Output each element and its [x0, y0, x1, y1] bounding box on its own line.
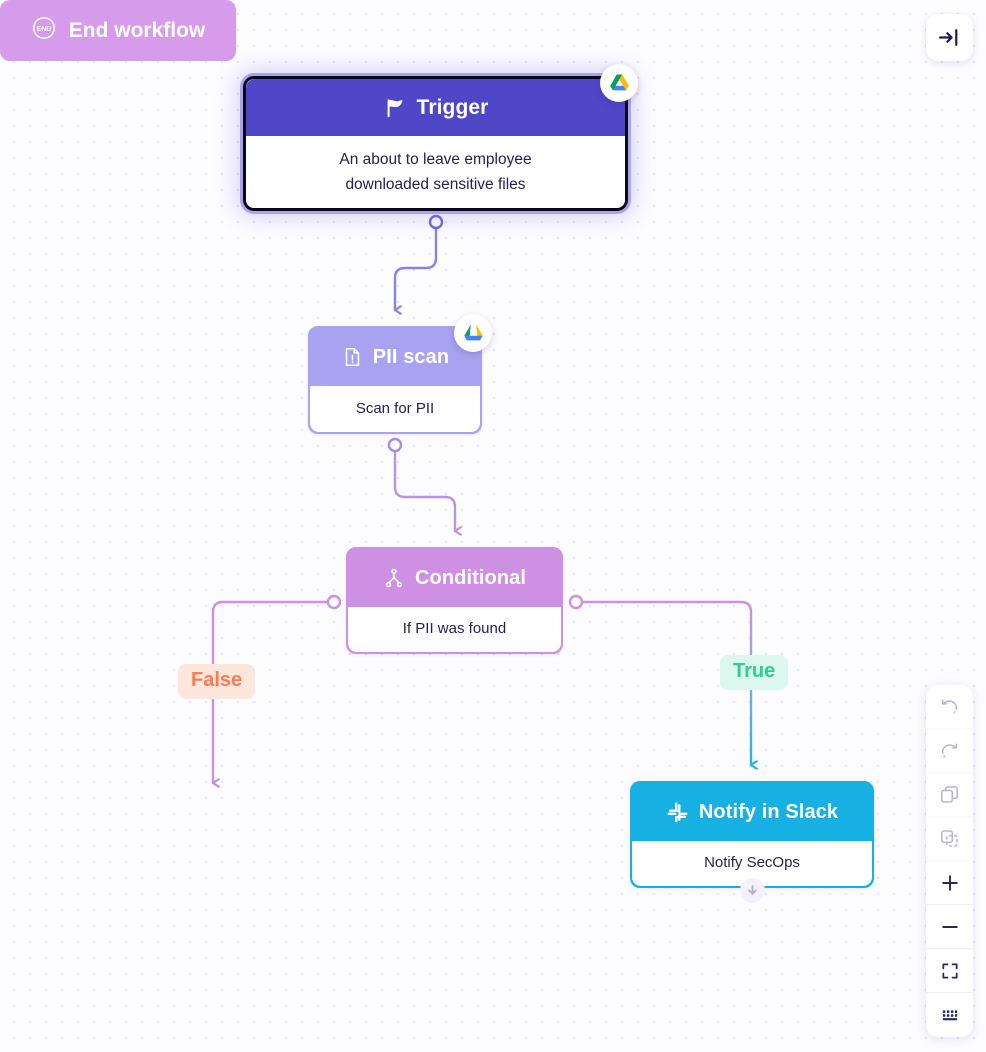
node-trigger-description-line2: downloaded sensitive files [345, 176, 526, 193]
flag-icon [383, 96, 407, 120]
zoom-in-button[interactable] [926, 861, 973, 905]
copy-button[interactable] [926, 773, 973, 817]
node-end-workflow[interactable]: END End workflow [0, 0, 236, 61]
copy-icon [941, 786, 958, 803]
node-trigger-title: Trigger [416, 95, 489, 119]
output-port-pii [387, 437, 403, 453]
add-node-button[interactable] [740, 878, 765, 903]
slack-icon [666, 801, 689, 824]
edge-pii-to-conditional [387, 437, 455, 531]
google-drive-icon [454, 314, 492, 352]
node-notify-slack-header: Notify in Slack [632, 783, 872, 841]
node-pii-scan-header: PII scan [310, 328, 480, 386]
end-circle-icon: END [31, 15, 57, 47]
redo-button[interactable] [926, 729, 973, 773]
paste-icon [941, 830, 958, 847]
keyboard-shortcuts-button[interactable] [926, 993, 973, 1037]
node-conditional[interactable]: Conditional If PII was found [346, 547, 563, 654]
node-conditional-description: If PII was found [348, 607, 561, 652]
paste-button[interactable] [926, 817, 973, 861]
edge-trigger-to-pii [393, 214, 444, 310]
undo-button[interactable] [926, 685, 973, 729]
node-end-workflow-title: End workflow [68, 18, 206, 42]
node-notify-slack[interactable]: Notify in Slack Notify SecOps [630, 781, 874, 888]
branch-label-false: False [178, 664, 256, 699]
canvas-toolbar[interactable] [926, 685, 973, 1037]
node-pii-scan-description: Scan for PII [310, 386, 480, 432]
node-notify-slack-title: Notify in Slack [698, 800, 839, 823]
output-port-trigger [428, 214, 444, 230]
node-pii-scan[interactable]: PII scan Scan for PII [308, 326, 482, 434]
google-drive-icon [600, 64, 638, 102]
collapse-panel-button[interactable] [926, 14, 973, 61]
node-trigger-description-line1: An about to leave employee [339, 150, 532, 168]
node-conditional-header: Conditional [348, 549, 561, 607]
node-trigger-description: An about to leave employee downloaded se… [246, 136, 625, 208]
redo-icon [941, 743, 958, 758]
fit-screen-icon [941, 962, 958, 979]
undo-icon [941, 699, 958, 714]
node-conditional-title: Conditional [414, 566, 527, 589]
output-port-conditional-true [568, 594, 584, 610]
document-alert-icon [341, 346, 363, 368]
arrow-down-circle-icon [748, 885, 757, 895]
fit-screen-button[interactable] [926, 949, 973, 993]
minus-icon [941, 925, 958, 928]
node-trigger-header: Trigger [246, 79, 625, 136]
branch-icon [383, 567, 405, 589]
keyboard-icon [942, 1010, 957, 1021]
output-port-conditional-false [326, 594, 342, 610]
zoom-out-button[interactable] [926, 905, 973, 949]
svg-text:END: END [37, 25, 52, 32]
node-pii-scan-title: PII scan [372, 345, 450, 368]
collapse-panel-icon [939, 29, 958, 46]
plus-icon [941, 874, 958, 891]
node-trigger[interactable]: Trigger An about to leave employee downl… [243, 76, 628, 211]
branch-label-true: True [720, 655, 789, 690]
